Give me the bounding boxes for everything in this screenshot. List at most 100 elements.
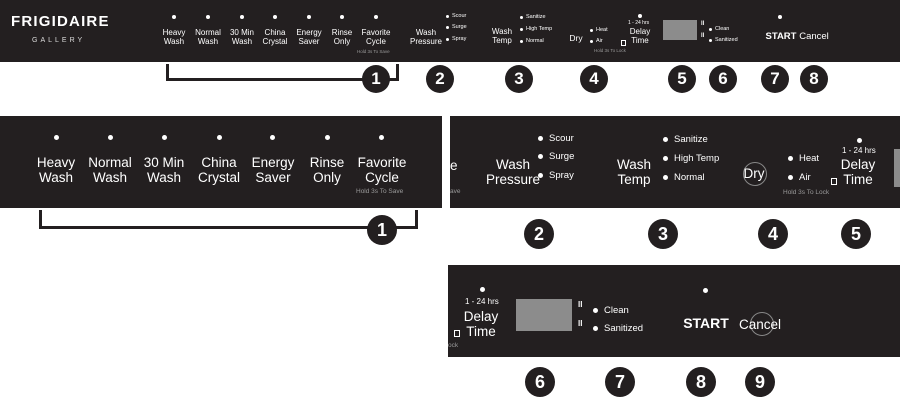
status-bar-icon: ll: [701, 33, 705, 39]
lock-icon: [831, 178, 837, 185]
favorite-cycle-button[interactable]: Favorite Cycle: [357, 155, 407, 186]
option-bullet: [520, 39, 523, 43]
option-bullet: [593, 308, 598, 313]
delay-range: 1 - 24 hrs: [465, 297, 499, 306]
favorite-cycle-button[interactable]: Favorite Cycle: [361, 28, 391, 46]
high-temp-option: High Temp: [663, 153, 719, 164]
option-label: Sanitize: [674, 134, 708, 145]
normal-temp-option: Normal: [663, 172, 705, 183]
start-button[interactable]: START: [765, 31, 797, 42]
option-label: High Temp: [674, 153, 720, 164]
control-panel-full: FRIGIDAIRE GALLERY Heavy Wash Normal Was…: [0, 0, 900, 62]
delay-indicator: [638, 14, 642, 18]
hold-to-save-hint: Hold 3s To Save: [356, 188, 404, 195]
wash-temp-button[interactable]: Wash Temp: [491, 27, 513, 45]
surge-option: Surge: [538, 151, 574, 162]
callout-number: 5: [841, 219, 871, 249]
option-bullet: [520, 15, 523, 19]
indicator-light: [270, 135, 275, 140]
sanitize-option: Sanitize: [520, 14, 546, 20]
control-panel-cycles-detail: Heavy Wash Normal Wash 30 Min Wash China…: [0, 116, 442, 208]
indicator-light: [273, 15, 277, 19]
option-label: Normal: [674, 172, 705, 183]
callout-number: 8: [800, 65, 828, 93]
wash-temp-button[interactable]: Wash Temp: [616, 157, 651, 188]
heavy-wash-button[interactable]: Heavy Wash: [162, 28, 186, 46]
status-bar-icon: ll: [578, 300, 583, 309]
control-panel-start-detail: ock 1 - 24 hrs Delay Time ll ll Clean Sa…: [448, 265, 900, 357]
sanitized-indicator: Sanitized: [593, 323, 643, 334]
delay-time-button[interactable]: Delay Time: [629, 27, 651, 45]
indicator-light: [379, 135, 384, 140]
option-label: Normal: [526, 38, 544, 44]
wash-pressure-button[interactable]: Wash Pressure: [485, 157, 541, 188]
option-bullet: [520, 27, 523, 31]
callout-number: 2: [524, 219, 554, 249]
callout-number: 5: [668, 65, 696, 93]
option-label: Clean: [604, 305, 629, 316]
clean-indicator: Clean: [709, 26, 729, 32]
heavy-wash-button[interactable]: Heavy Wash: [36, 155, 76, 186]
option-bullet: [709, 27, 712, 31]
hold-to-lock-hint: Hold 3s To Lock: [783, 189, 830, 196]
callout-number: 7: [605, 367, 635, 397]
high-temp-option: High Temp: [520, 26, 552, 32]
option-bullet: [538, 136, 543, 141]
normal-wash-button[interactable]: Normal Wash: [195, 28, 221, 46]
30-min-wash-button[interactable]: 30 Min Wash: [143, 155, 185, 186]
option-label: Heat: [596, 27, 608, 33]
status-bar-icon: ll: [701, 21, 705, 27]
cropped-text-fragment: e: [450, 158, 458, 173]
energy-saver-button[interactable]: Energy Saver: [296, 28, 322, 46]
indicator-light: [307, 15, 311, 19]
favorites-bracket: [166, 64, 399, 81]
brand-line: GALLERY: [32, 37, 86, 44]
brand-name: FRIGIDAIRE: [11, 13, 110, 30]
lock-icon: [621, 40, 626, 46]
option-bullet: [663, 156, 668, 161]
callout-number: 3: [505, 65, 533, 93]
china-crystal-button[interactable]: China Crystal: [262, 28, 288, 46]
option-label: Spray: [549, 170, 574, 181]
indicator-light: [54, 135, 59, 140]
rinse-only-button[interactable]: Rinse Only: [309, 155, 345, 186]
normal-wash-button[interactable]: Normal Wash: [88, 155, 132, 186]
normal-temp-option: Normal: [520, 38, 544, 44]
delay-time-button[interactable]: Delay Time: [463, 309, 499, 340]
delay-indicator: [857, 138, 862, 143]
option-label: Surge: [452, 24, 467, 30]
option-label: Sanitize: [526, 14, 546, 20]
callout-number: 2: [426, 65, 454, 93]
start-indicator: [703, 288, 708, 293]
indicator-light: [374, 15, 378, 19]
dry-button[interactable]: Dry: [569, 33, 583, 43]
time-display: [663, 20, 697, 40]
delay-indicator: [480, 287, 485, 292]
option-bullet: [788, 175, 793, 180]
delay-time-button[interactable]: Delay Time: [840, 157, 876, 188]
cropped-text-fragment: ock: [448, 342, 459, 349]
air-option: Air: [788, 172, 811, 183]
cancel-button[interactable]: Cancel: [799, 31, 829, 42]
dry-button[interactable]: Dry: [743, 166, 765, 181]
option-bullet: [538, 173, 543, 178]
energy-saver-button[interactable]: Energy Saver: [251, 155, 295, 186]
time-display: [516, 299, 572, 331]
option-label: Scour: [549, 133, 574, 144]
cancel-button[interactable]: Cancel: [738, 317, 782, 332]
clean-indicator: Clean: [593, 305, 629, 316]
option-bullet: [663, 175, 668, 180]
wash-pressure-button[interactable]: Wash Pressure: [409, 28, 442, 46]
delay-range: 1 - 24 hrs: [842, 146, 876, 155]
sanitized-indicator: Sanitized: [709, 37, 738, 43]
option-label: High Temp: [526, 26, 553, 32]
callout-number: 1: [362, 65, 390, 93]
option-bullet: [590, 39, 593, 43]
option-bullet: [446, 25, 449, 29]
callout-number: 8: [686, 367, 716, 397]
30-min-wash-button[interactable]: 30 Min Wash: [229, 28, 254, 46]
start-button[interactable]: START: [683, 315, 729, 331]
rinse-only-button[interactable]: Rinse Only: [331, 28, 353, 46]
sanitize-option: Sanitize: [663, 134, 708, 145]
china-crystal-button[interactable]: China Crystal: [197, 155, 240, 186]
